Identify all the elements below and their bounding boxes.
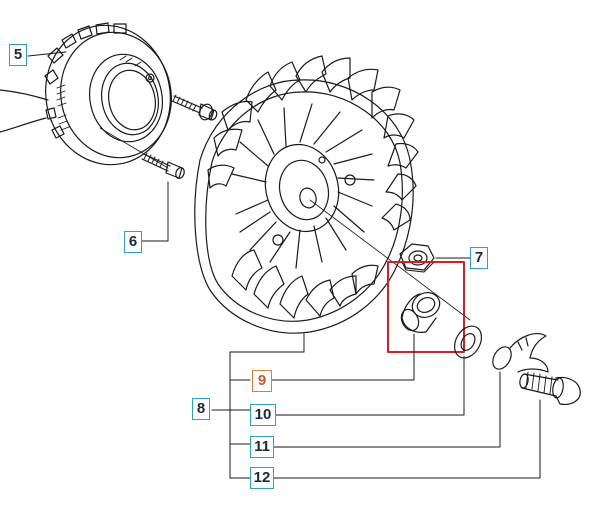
clip-part bbox=[492, 333, 549, 373]
callout-8[interactable]: 8 bbox=[192, 398, 210, 420]
leader-lines bbox=[27, 51, 541, 479]
sleeve-part bbox=[400, 292, 441, 333]
screw-upper bbox=[171, 94, 218, 121]
washer-part bbox=[453, 325, 483, 359]
flywheel-part bbox=[194, 55, 471, 334]
callout-11[interactable]: 11 bbox=[250, 436, 274, 458]
callout-10[interactable]: 10 bbox=[250, 404, 276, 426]
callout-5[interactable]: 5 bbox=[9, 44, 27, 66]
callout-9[interactable]: 9 bbox=[252, 370, 272, 392]
callout-12[interactable]: 12 bbox=[250, 467, 274, 489]
callout-6[interactable]: 6 bbox=[124, 231, 142, 253]
callout-7[interactable]: 7 bbox=[470, 247, 488, 269]
pin-part bbox=[519, 371, 581, 405]
nut-part bbox=[399, 243, 435, 273]
screw-lower bbox=[141, 152, 185, 179]
highlight-box bbox=[387, 261, 465, 353]
starter-ring-part bbox=[0, 22, 172, 166]
